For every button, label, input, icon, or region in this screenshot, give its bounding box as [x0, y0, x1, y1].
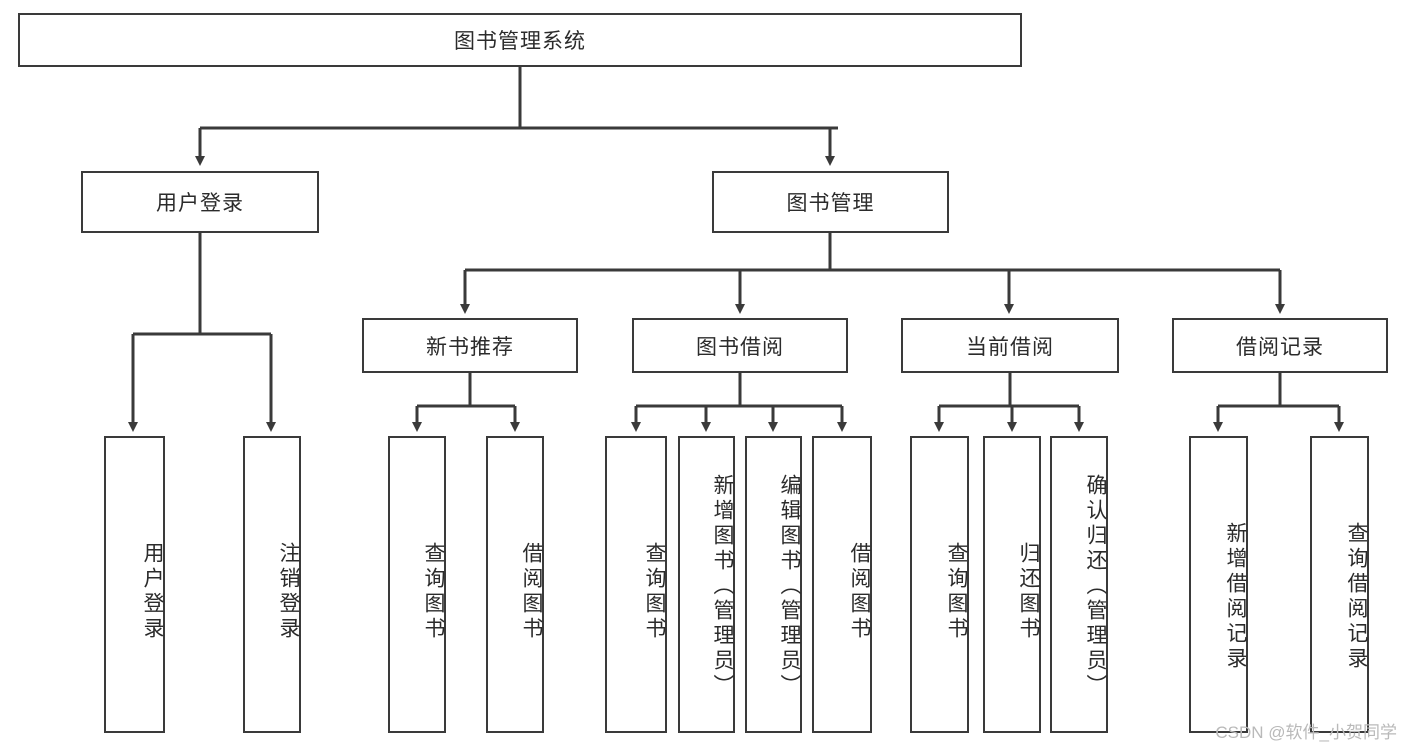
- csdn-watermark: CSDN @软件_小贺同学: [1215, 723, 1397, 742]
- leaf-add-record[interactable]: 新增借阅记录: [1189, 436, 1248, 733]
- node-root-label: 图书管理系统: [454, 30, 586, 53]
- node-borrow-record-label: 借阅记录: [1236, 335, 1324, 359]
- leaf-query-book-1-label: 查询图书: [422, 541, 445, 642]
- leaf-user-logout-label: 注销登录: [277, 541, 300, 642]
- leaf-user-login[interactable]: 用户登录: [104, 436, 165, 733]
- leaf-borrow-book-1-label: 借阅图书: [520, 541, 543, 642]
- node-user-login-label: 用户登录: [156, 192, 244, 215]
- node-book-borrow[interactable]: 图书借阅: [632, 318, 848, 373]
- node-root[interactable]: 图书管理系统: [18, 13, 1022, 67]
- leaf-confirm-return[interactable]: 确认归还（管理员）: [1050, 436, 1108, 733]
- leaf-confirm-return-label: 确认归还（管理员）: [1084, 474, 1107, 699]
- leaf-query-book-2-label: 查询图书: [643, 541, 666, 642]
- leaf-borrow-book-1[interactable]: 借阅图书: [486, 436, 544, 733]
- leaf-add-book[interactable]: 新增图书（管理员）: [678, 436, 735, 733]
- node-new-book-rec-label: 新书推荐: [426, 335, 514, 359]
- leaf-edit-book[interactable]: 编辑图书（管理员）: [745, 436, 802, 733]
- node-current-borrow-label: 当前借阅: [966, 335, 1054, 359]
- leaf-query-record[interactable]: 查询借阅记录: [1310, 436, 1369, 733]
- node-book-manage[interactable]: 图书管理: [712, 171, 949, 233]
- leaf-return-book[interactable]: 归还图书: [983, 436, 1041, 733]
- node-user-login[interactable]: 用户登录: [81, 171, 319, 233]
- leaf-borrow-book-2-label: 借阅图书: [848, 541, 871, 642]
- node-book-manage-label: 图书管理: [786, 192, 875, 215]
- leaf-add-record-label: 新增借阅记录: [1224, 521, 1247, 672]
- node-borrow-record[interactable]: 借阅记录: [1172, 318, 1388, 373]
- leaf-add-book-label: 新增图书（管理员）: [711, 474, 734, 699]
- leaf-query-book-1[interactable]: 查询图书: [388, 436, 446, 733]
- leaf-return-book-label: 归还图书: [1017, 541, 1040, 642]
- leaf-edit-book-label: 编辑图书（管理员）: [778, 474, 801, 699]
- leaf-query-book-3[interactable]: 查询图书: [910, 436, 969, 733]
- leaf-borrow-book-2[interactable]: 借阅图书: [812, 436, 872, 733]
- leaf-user-login-label: 用户登录: [141, 541, 164, 642]
- leaf-query-book-2[interactable]: 查询图书: [605, 436, 667, 733]
- node-book-borrow-label: 图书借阅: [696, 335, 784, 359]
- leaf-query-book-3-label: 查询图书: [945, 541, 968, 642]
- node-current-borrow[interactable]: 当前借阅: [901, 318, 1119, 373]
- leaf-query-record-label: 查询借阅记录: [1345, 521, 1368, 672]
- leaf-user-logout[interactable]: 注销登录: [243, 436, 301, 733]
- node-new-book-rec[interactable]: 新书推荐: [362, 318, 578, 373]
